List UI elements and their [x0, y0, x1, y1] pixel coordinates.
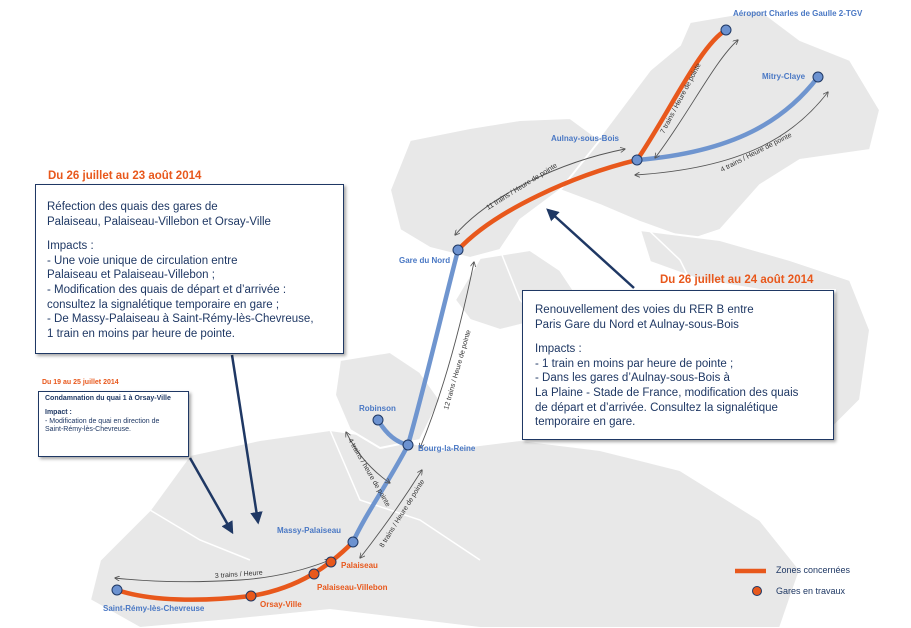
- callout-pointers: [188, 208, 635, 535]
- works-box-orsay: Condamnation du quai 1 à Orsay-Ville Imp…: [38, 391, 189, 457]
- label-massy: Massy-Palaiseau: [277, 526, 341, 535]
- box3-impacts-heading: Impact :: [45, 409, 72, 417]
- label-bourg-la-reine: Bourg-la-Reine: [418, 444, 476, 453]
- box3-date: Du 19 au 25 juillet 2014: [42, 379, 119, 386]
- box2-title-1: Renouvellement des voies du RER B entre: [535, 304, 754, 316]
- box3-impact-1: - Modification de quai en direction de: [45, 417, 160, 425]
- pointer-box2: [546, 208, 635, 289]
- box1-impacts-heading: Impacts :: [47, 240, 94, 253]
- works-box-gare-du-nord: Renouvellement des voies du RER B entre …: [522, 290, 834, 440]
- works-box-palaiseau: Réfection des quais des gares de Palaise…: [35, 184, 344, 354]
- station-aulnay: [631, 154, 643, 166]
- box1-impact-6: 1 train en moins par heure de pointe.: [47, 327, 235, 340]
- box1-date: Du 26 juillet au 23 août 2014: [48, 170, 202, 182]
- label-aulnay: Aulnay-sous-Bois: [551, 134, 620, 143]
- label-cdg: Aéroport Charles de Gaulle 2-TGV: [733, 9, 863, 18]
- label-orsay: Orsay-Ville: [260, 600, 302, 609]
- box2-title-2: Paris Gare du Nord et Aulnay-sous-Bois: [535, 318, 739, 331]
- box1-impact-5: - De Massy-Palaiseau à Saint-Rémy-lès-Ch…: [47, 313, 314, 326]
- box1-impact-1: - Une voie unique de circulation entre: [47, 254, 238, 267]
- box2-impact-5: temporaire en gare.: [535, 416, 636, 429]
- station-mitry: [812, 71, 824, 83]
- label-palaiseau: Palaiseau: [341, 561, 378, 570]
- label-gare-du-nord: Gare du Nord: [399, 256, 450, 265]
- station-st-remy: [111, 584, 123, 596]
- station-robinson: [372, 414, 384, 426]
- station-bourg-la-reine: [402, 439, 414, 451]
- box2-impact-4: de départ et d’arrivée. Consultez la sig…: [535, 401, 778, 414]
- box1-impact-3: - Modification des quais de départ et d’…: [47, 283, 287, 296]
- station-palaiseau-villebon: [308, 568, 320, 580]
- station-massy: [347, 536, 359, 548]
- box2-impacts-heading: Impacts :: [535, 343, 582, 356]
- box2-impact-3: La Plaine - Stade de France, modificatio…: [535, 386, 799, 399]
- stations: [111, 24, 824, 602]
- box2-impact-2: - Dans les gares d’Aulnay-sous-Bois à: [535, 372, 730, 385]
- box2-date: Du 26 juillet au 24 août 2014: [660, 274, 814, 286]
- legend: [735, 568, 766, 596]
- station-palaiseau: [325, 556, 337, 568]
- freq-st-remy: 3 trains / Heure: [215, 570, 263, 580]
- label-robinson: Robinson: [359, 404, 396, 413]
- label-palaiseau-villebon: Palaiseau-Villebon: [317, 583, 388, 592]
- station-cdg: [720, 24, 732, 36]
- box1-title-1: Réfection des quais des gares de: [47, 201, 218, 213]
- label-mitry: Mitry-Claye: [762, 72, 806, 81]
- legend-gares-label: Gares en travaux: [776, 586, 846, 596]
- box1-impact-4: consultez la signalétique temporaire en …: [47, 298, 280, 311]
- box1-impact-2: Palaiseau et Palaiseau-Villebon ;: [47, 269, 215, 282]
- box3-title: Condamnation du quai 1 à Orsay-Ville: [45, 395, 171, 402]
- box2-impact-1: - 1 train en moins par heure de pointe ;: [535, 357, 734, 370]
- station-gare-du-nord: [452, 244, 464, 256]
- station-orsay: [245, 590, 257, 602]
- legend-zones-label: Zones concernées: [776, 565, 851, 575]
- frequency-arrows: [115, 40, 828, 583]
- box3-impact-2: Saint-Rémy-lès-Chevreuse.: [45, 426, 131, 434]
- legend-station-swatch: [752, 586, 762, 596]
- pointer-box1: [230, 354, 263, 525]
- pointer-box3: [188, 457, 234, 535]
- label-st-remy: Saint-Rémy-lès-Chevreuse: [103, 604, 205, 613]
- box1-title-2: Palaiseau, Palaiseau-Villebon et Orsay-V…: [47, 215, 271, 228]
